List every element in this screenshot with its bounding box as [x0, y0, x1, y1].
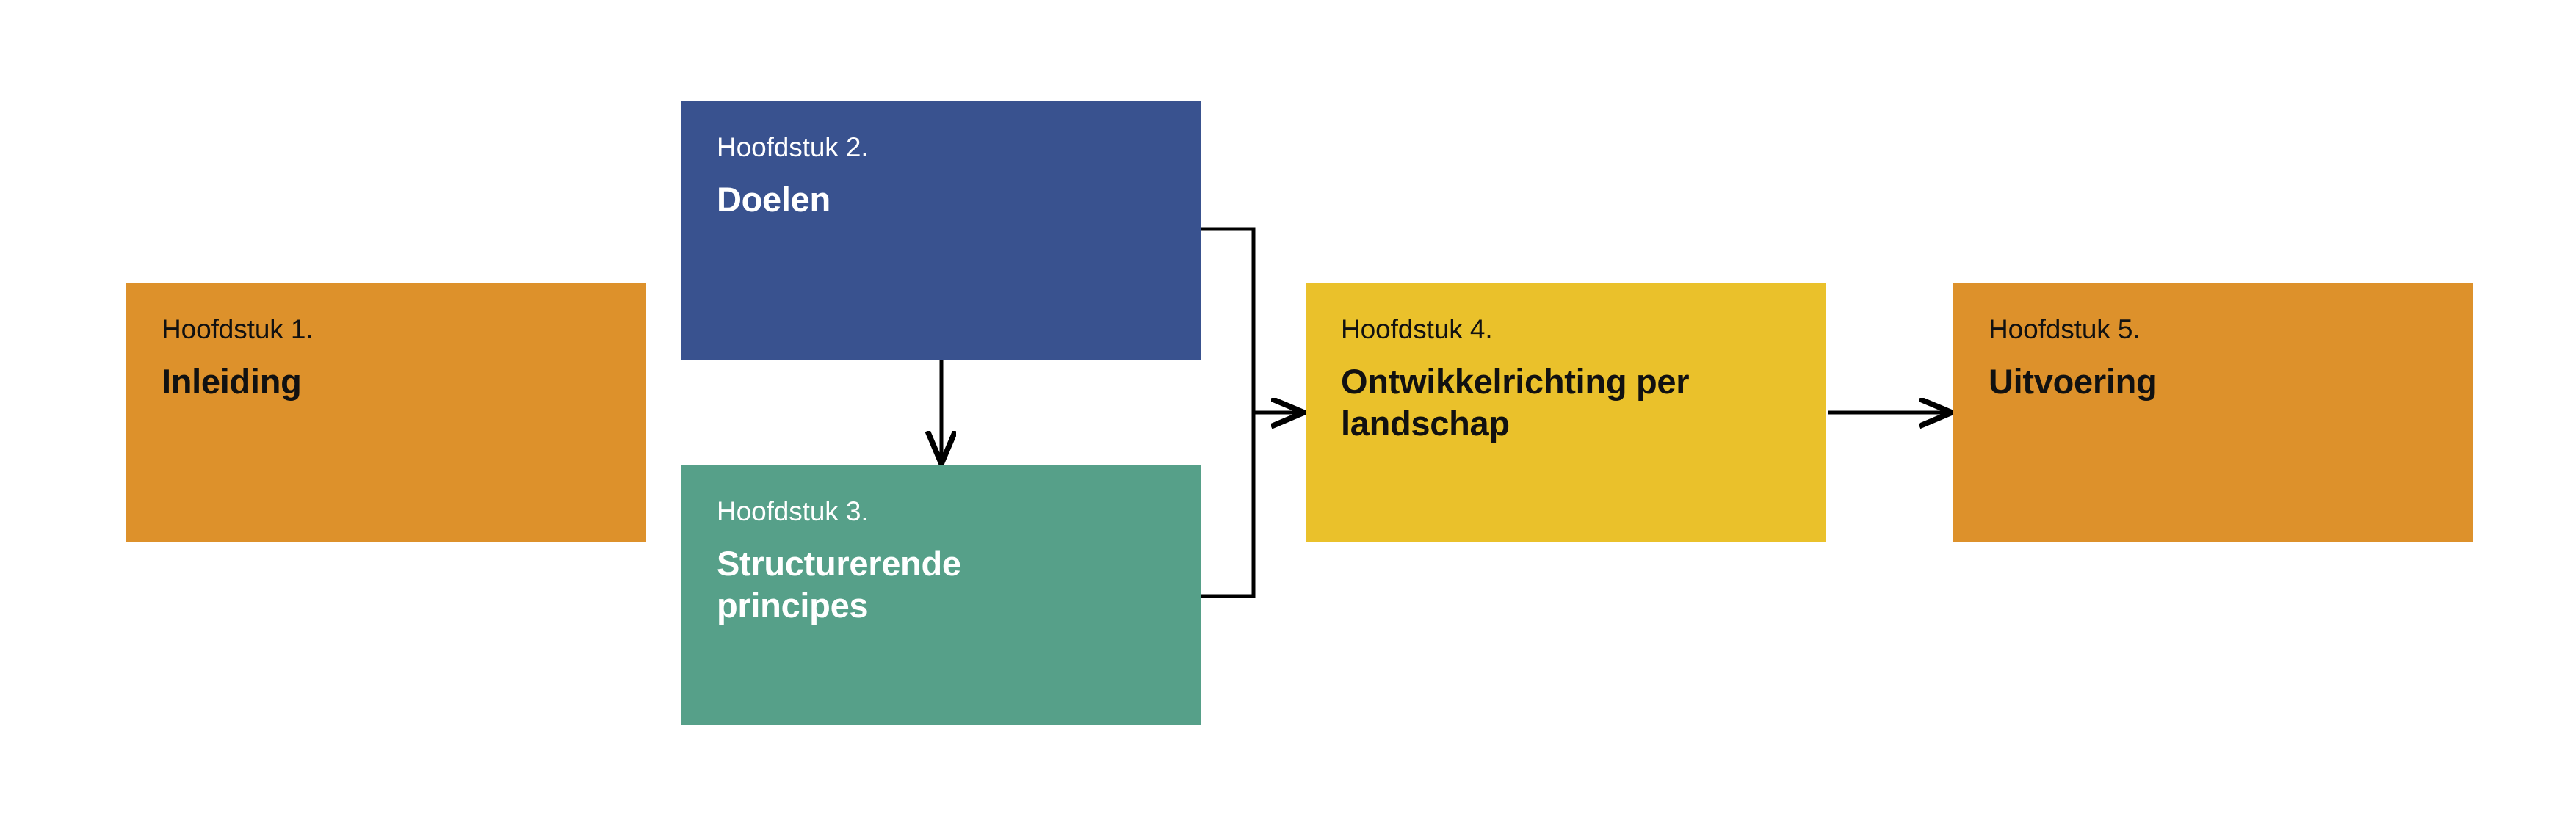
chapter-title: Ontwikkelrichting per landschap: [1341, 361, 1690, 443]
chapter-title: Doelen: [717, 179, 831, 219]
chapter-kicker: Hoofdstuk 2.: [717, 132, 869, 162]
bracket-doelen-principes-to-ontwikkelrichting: [1201, 227, 1303, 598]
chapter-box-doelen[interactable]: Hoofdstuk 2. Doelen: [681, 101, 1201, 360]
chapter-box-ontwikkelrichting-per-landschap[interactable]: Hoofdstuk 4. Ontwikkelrichting per lands…: [1306, 283, 1826, 542]
chapter-box-structurerende-principes[interactable]: Hoofdstuk 3. Structurerende principes: [681, 465, 1201, 725]
chapter-title: Structurerende principes: [717, 543, 961, 625]
chapter-kicker: Hoofdstuk 5.: [1989, 314, 2141, 344]
chapter-box-inleiding[interactable]: Hoofdstuk 1. Inleiding: [126, 283, 646, 542]
chapter-title: Uitvoering: [1989, 361, 2157, 401]
chapter-title: Inleiding: [162, 361, 302, 401]
chapter-kicker: Hoofdstuk 4.: [1341, 314, 1493, 344]
chapter-box-uitvoering[interactable]: Hoofdstuk 5. Uitvoering: [1953, 283, 2473, 542]
chapter-kicker: Hoofdstuk 3.: [717, 496, 869, 526]
chapter-kicker: Hoofdstuk 1.: [162, 314, 314, 344]
